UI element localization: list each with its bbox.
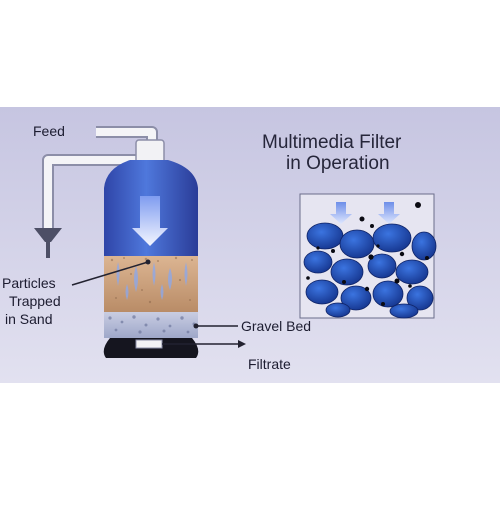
inset-arrow-icon [378,202,400,224]
particles-pointer [71,259,151,286]
particles-label-line3: in Sand [5,311,53,327]
diagram-title-line1: Multimedia Filter [262,132,402,153]
particles-label-line2: Trapped [9,293,61,309]
filter-tank [104,160,198,338]
gravel-bed-pointer [193,323,238,329]
inset-arrow-icon [330,202,352,224]
trapped-particles [116,262,188,300]
media-grains [303,222,437,319]
filtrate-label: Filtrate [248,356,291,372]
gravel-grains [108,315,196,334]
gravel-layer [104,312,198,338]
sand-layer [104,256,198,312]
flow-arrow-icon [132,196,168,246]
feed-label: Feed [33,123,65,139]
diagram-title-line2: in Operation [286,153,390,174]
particles-label-line1: Particles [2,275,56,291]
trapped-particle-dots [306,202,429,306]
gravel-bed-label: Gravel Bed [241,318,312,334]
filtrate-pipe [135,339,246,349]
magnified-inset [299,193,437,319]
funnel-icon [34,228,62,258]
